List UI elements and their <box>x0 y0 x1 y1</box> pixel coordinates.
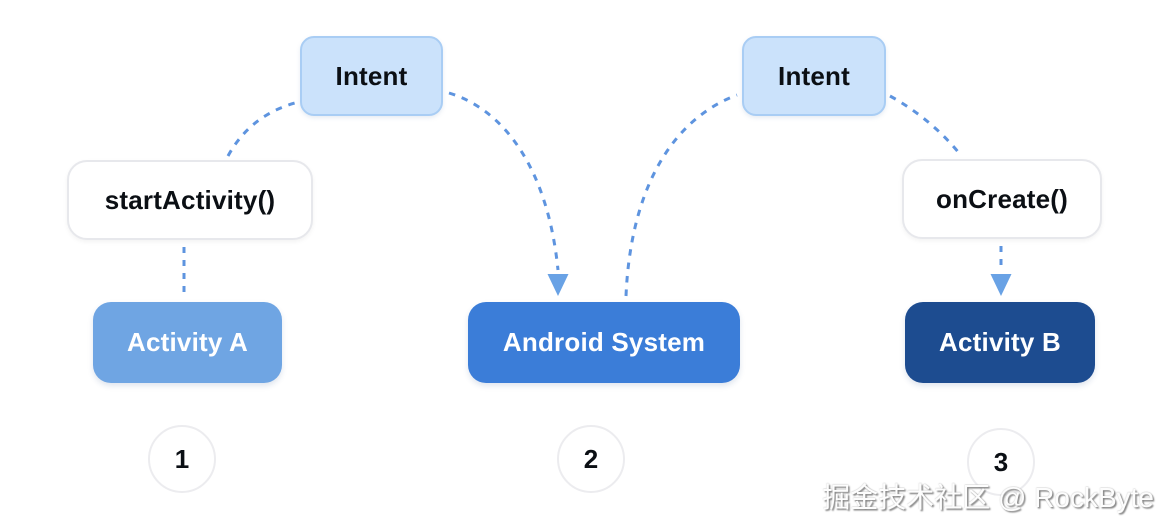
connector-intent-to-androidsystem <box>448 91 560 271</box>
watermark: 掘金技术社区 @ RockByte <box>822 482 1154 513</box>
arrowhead-into-androidsystem-icon <box>547 274 569 296</box>
intent-node-left: Intent <box>300 36 443 116</box>
arrowhead-into-activityb-icon <box>990 274 1012 296</box>
intent-node-right: Intent <box>742 36 886 116</box>
start-activity-node: startActivity() <box>67 160 313 240</box>
connector-androidsystem-to-intent <box>624 93 738 297</box>
step-circle-3: 3 <box>967 428 1035 496</box>
step-circle-1: 1 <box>148 425 216 493</box>
activity-a-node: Activity A <box>93 302 282 383</box>
connector-intent-to-oncreate <box>889 94 961 154</box>
connector-startactivity-to-intent <box>226 99 304 157</box>
activity-b-node: Activity B <box>905 302 1095 383</box>
on-create-node: onCreate() <box>902 159 1102 239</box>
android-system-node: Android System <box>468 302 740 383</box>
step-circle-2: 2 <box>557 425 625 493</box>
